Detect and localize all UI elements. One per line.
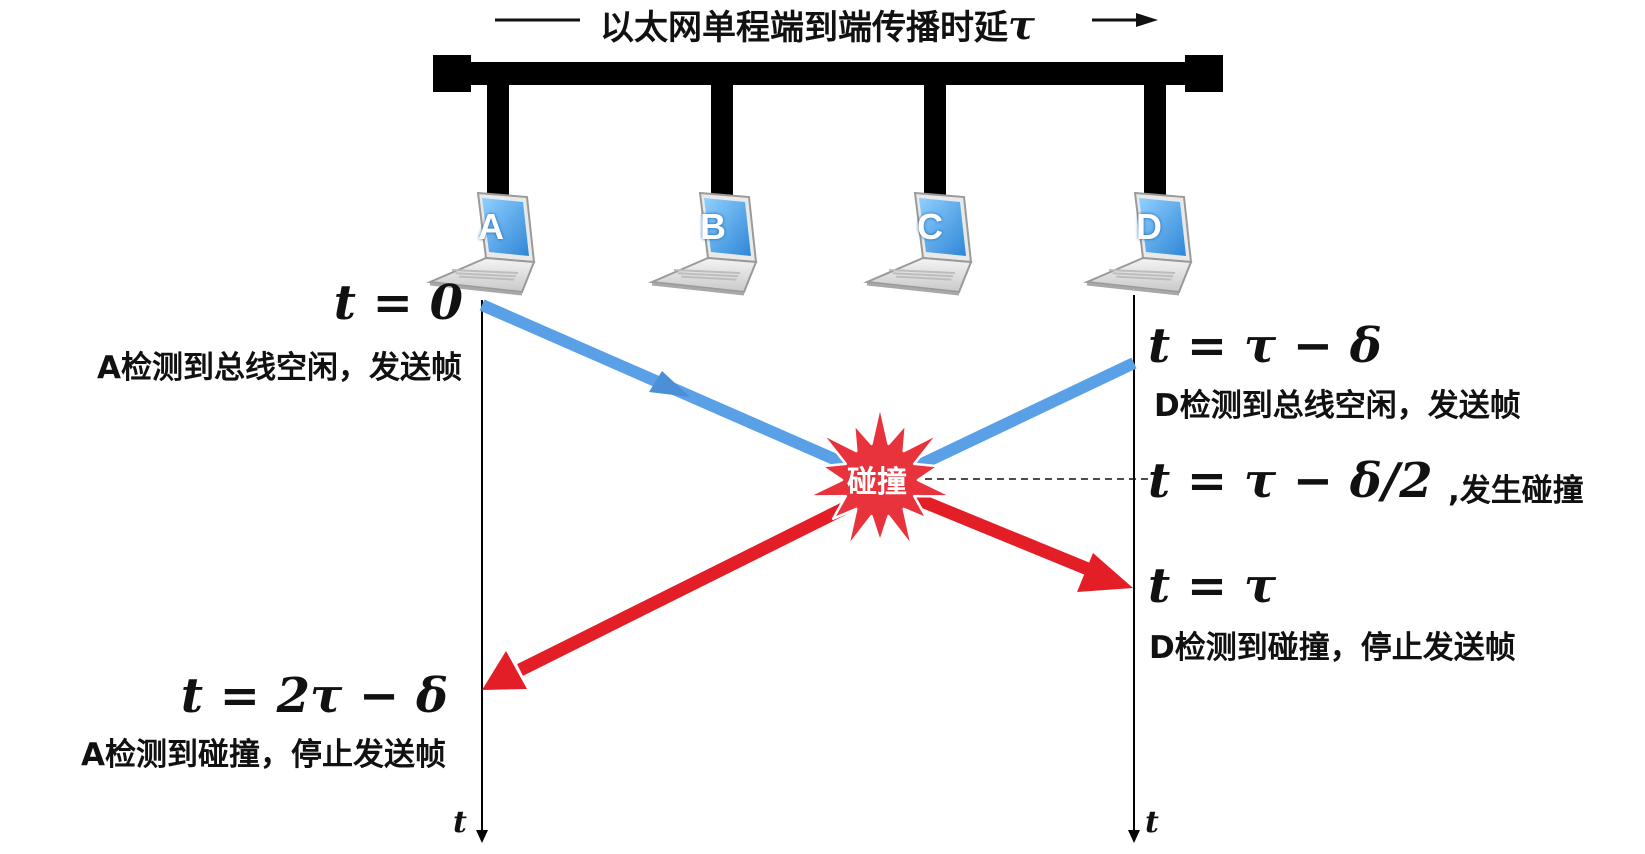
laptop-b-icon — [648, 191, 758, 296]
frame-a-arrowhead-icon — [649, 371, 690, 397]
event-d-send-desc: D检测到总线空闲，发送帧 — [1154, 388, 1521, 424]
station-label-a: A — [478, 206, 504, 247]
time-axis-d-label: t — [1145, 805, 1159, 840]
event-collision-time: t = τ − δ/2 — [1148, 453, 1433, 509]
time-axis-d-arrow-icon — [1128, 830, 1140, 843]
frame-d-signal — [902, 357, 1137, 478]
event-d-detect-time: t = τ — [1148, 558, 1277, 614]
collision-label: 碰撞 — [847, 466, 907, 499]
jam-signal-to-a — [517, 492, 868, 676]
jam-to-d-arrowhead-icon — [1077, 553, 1133, 592]
bus-terminator-left — [433, 55, 471, 92]
station-label-d: D — [1136, 206, 1162, 247]
cable-a — [487, 80, 509, 212]
time-axis-a-arrow-icon — [476, 830, 488, 843]
title-text: 以太网单程端到端传播时延 — [600, 8, 1008, 48]
collision-burst-icon — [806, 404, 954, 548]
bus-bar — [435, 62, 1215, 85]
laptop-c-icon — [863, 191, 973, 296]
bus-terminator-right — [1185, 55, 1223, 92]
event-a-detect-desc: A检测到碰撞，停止发送帧 — [81, 737, 446, 773]
event-a-send-desc: A检测到总线空闲，发送帧 — [97, 350, 462, 386]
station-label-c: C — [917, 206, 943, 247]
cable-b — [711, 80, 733, 212]
time-axis-a-label: t — [453, 805, 467, 840]
title-tau-symbol: τ — [1008, 2, 1035, 49]
event-a-send-time: t = 0 — [333, 275, 463, 331]
diagram-title: 以太网单程端到端传播时延τ — [600, 0, 1035, 49]
cable-d — [1144, 80, 1166, 212]
station-label-b: B — [700, 206, 726, 247]
event-a-detect-time: t = 2τ − δ — [180, 668, 448, 724]
event-d-detect-desc: D检测到碰撞，停止发送帧 — [1149, 630, 1516, 666]
title-arrowhead-icon — [1136, 13, 1158, 27]
event-collision-desc: ,发生碰撞 — [1448, 473, 1584, 509]
jam-to-a-arrowhead-icon — [482, 651, 527, 690]
event-d-send-time: t = τ − δ — [1148, 318, 1382, 374]
laptop-a-icon — [426, 191, 536, 296]
laptop-d-icon — [1083, 191, 1193, 296]
cable-c — [924, 80, 946, 212]
jam-signal-to-d — [897, 485, 1103, 581]
